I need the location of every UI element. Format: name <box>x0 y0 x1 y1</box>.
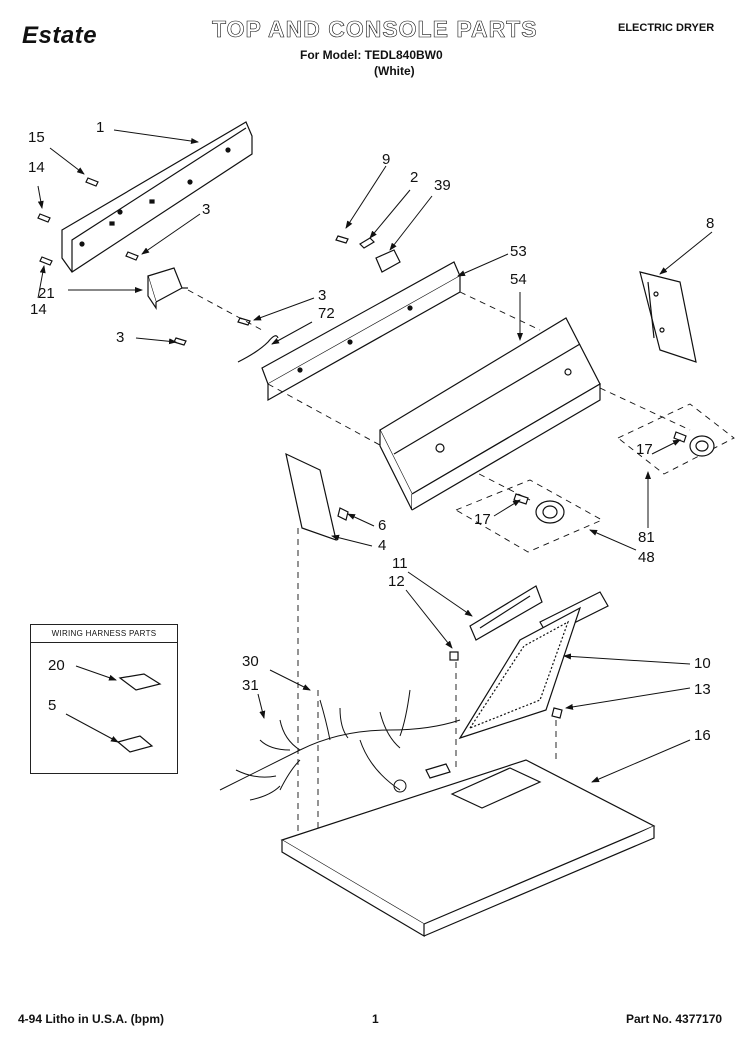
callout-39: 39 <box>434 177 451 194</box>
callout-17-middle: 17 <box>474 511 491 528</box>
callout-8: 8 <box>706 215 715 232</box>
callout-10: 10 <box>694 655 711 672</box>
callout-1: 1 <box>96 119 105 136</box>
callout-15: 15 <box>28 129 45 146</box>
callout-3-lower: 3 <box>116 329 125 346</box>
console-bracket <box>261 261 461 402</box>
callout-3-upper: 3 <box>202 201 211 218</box>
callout-53: 53 <box>510 243 527 260</box>
callout-14-bottom: 14 <box>30 301 47 318</box>
callout-21: 21 <box>38 285 55 302</box>
switch-cover <box>285 452 349 541</box>
callout-54: 54 <box>510 271 527 288</box>
callout-9: 9 <box>382 151 391 168</box>
callout-5: 5 <box>48 697 57 714</box>
callout-48: 48 <box>638 549 655 566</box>
dryer-top <box>280 759 656 938</box>
callout-72: 72 <box>318 305 335 322</box>
callout-30: 30 <box>242 653 259 670</box>
wiring-harness-box: WIRING HARNESS PARTS <box>30 624 178 774</box>
callout-6: 6 <box>378 517 387 534</box>
callout-14-top: 14 <box>28 159 45 176</box>
switch-parts <box>335 235 401 273</box>
callout-81: 81 <box>638 529 655 546</box>
wiring-harness <box>219 689 461 801</box>
control-panel-plate <box>61 121 253 273</box>
callout-2: 2 <box>410 169 419 186</box>
document-type: ELECTRIC DRYER <box>618 22 715 34</box>
model-line: For Model: TEDL840BW0 <box>300 48 443 62</box>
callout-4: 4 <box>378 537 387 554</box>
console-panel <box>379 317 601 511</box>
page-title: TOP AND CONSOLE PARTS <box>212 16 538 43</box>
color-line: (White) <box>374 64 415 78</box>
knobs <box>513 431 715 524</box>
callout-12: 12 <box>388 573 405 590</box>
footer-part-number: Part No. 4377170 <box>626 1012 723 1026</box>
timer-part <box>147 267 188 310</box>
callout-31: 31 <box>242 677 259 694</box>
brand-logo: Estate <box>22 22 98 49</box>
callout-17-right: 17 <box>636 441 653 458</box>
callout-3-middle: 3 <box>318 287 327 304</box>
callout-11: 11 <box>392 555 408 572</box>
wiring-harness-title: WIRING HARNESS PARTS <box>31 625 177 643</box>
callout-16: 16 <box>694 727 711 744</box>
callout-13: 13 <box>694 681 711 698</box>
harness-connectors <box>116 673 162 753</box>
console-endcap <box>639 271 697 363</box>
footer-litho: 4-94 Litho in U.S.A. (bpm) <box>18 1012 164 1026</box>
footer-page-number: 1 <box>372 1012 379 1026</box>
lint-filter-parts <box>449 585 609 740</box>
callout-20: 20 <box>48 657 65 674</box>
screws-left <box>37 177 139 266</box>
